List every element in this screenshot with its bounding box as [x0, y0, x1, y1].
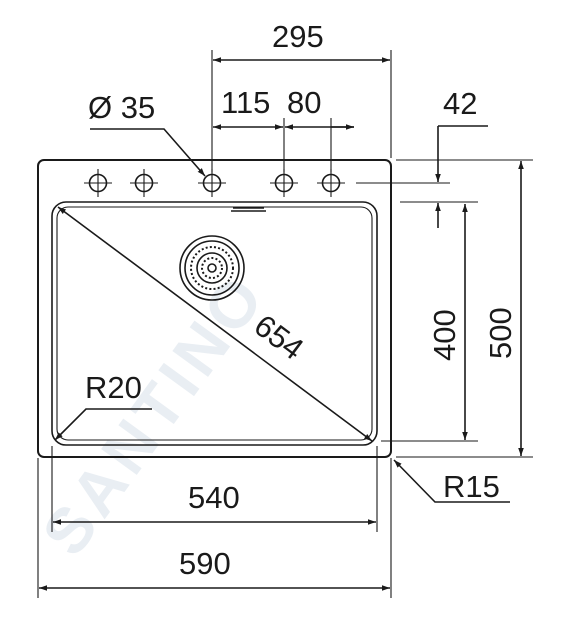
dimension-400: 400 — [381, 204, 478, 442]
dimension-115-label: 115 — [221, 85, 270, 120]
dimension-540-label: 540 — [188, 480, 240, 515]
tap-hole — [270, 169, 298, 197]
tap-hole — [84, 169, 112, 197]
dimension-inner-radius: R20 — [54, 370, 152, 441]
dimension-42-label: 42 — [443, 86, 477, 121]
dimension-500: 500 — [396, 159, 533, 458]
dimension-115-80: 115 80 — [213, 85, 354, 172]
bowl-outline — [51, 201, 378, 446]
dimension-540: 540 — [51, 446, 378, 532]
overflow-slot — [231, 207, 266, 212]
dimension-500-label: 500 — [483, 307, 518, 359]
dimension-400-label: 400 — [427, 309, 462, 361]
outer-radius-label: R15 — [443, 469, 500, 504]
tap-holes — [84, 169, 345, 197]
dimension-590: 590 — [37, 458, 392, 598]
tap-hole — [198, 169, 226, 197]
dimension-80-label: 80 — [287, 85, 321, 120]
sink-outline — [37, 159, 392, 458]
dimension-hole-diameter: Ø 35 — [88, 90, 206, 177]
tap-hole — [130, 169, 158, 197]
dimension-295: 295 — [211, 19, 392, 172]
tap-hole — [317, 169, 345, 197]
dimension-42: 42 — [356, 86, 488, 228]
hole-diameter-label: Ø 35 — [88, 90, 155, 125]
dimension-outer-radius: R15 — [393, 459, 510, 504]
diagonal-dimension-line — [57, 206, 373, 442]
inner-radius-label: R20 — [85, 370, 142, 405]
dimension-295-label: 295 — [272, 19, 324, 54]
dimension-590-label: 590 — [179, 546, 231, 581]
